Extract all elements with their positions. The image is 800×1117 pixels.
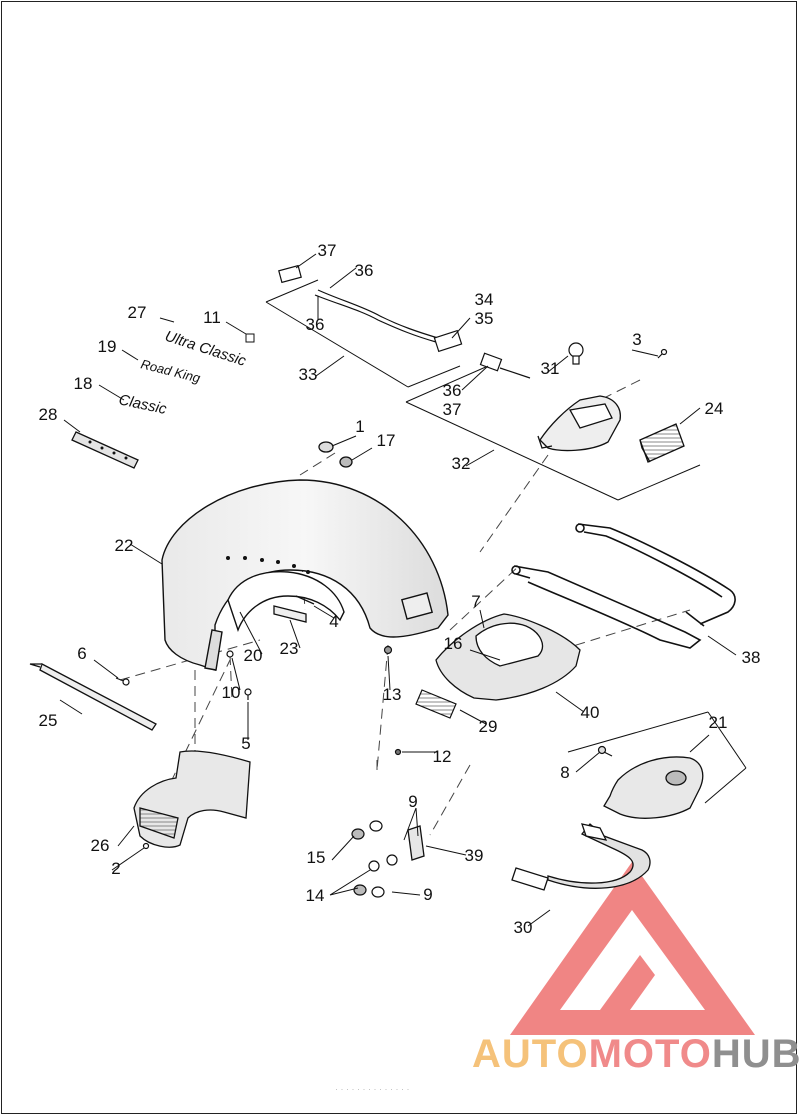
callout-c5: 5 — [241, 734, 250, 753]
callout-c8: 8 — [560, 763, 569, 782]
callout-c35: 35 — [475, 309, 494, 328]
callout-c29: 29 — [479, 717, 498, 736]
bracket-21 — [567, 711, 747, 804]
callout-c37a: 37 — [318, 241, 337, 260]
callout-c36c: 36 — [443, 381, 462, 400]
washer-9c — [386, 854, 398, 866]
tail-lamp-lens — [639, 423, 685, 463]
bolt-4 — [295, 595, 315, 605]
grommet-1 — [318, 441, 334, 453]
callout-c40: 40 — [581, 703, 600, 722]
callout-c17: 17 — [377, 431, 396, 450]
nut-17 — [339, 456, 353, 468]
connector-36-37 — [479, 352, 531, 379]
nut-13 — [383, 645, 393, 655]
callout-c39: 39 — [465, 846, 484, 865]
callout-numbers: 1234567899101112131415161718192021222324… — [39, 241, 761, 937]
bracket-39 — [407, 825, 425, 861]
callout-c26: 26 — [91, 836, 110, 855]
callout-c3: 3 — [632, 330, 641, 349]
callout-c16: 16 — [444, 634, 463, 653]
trim-strip — [71, 431, 139, 469]
callout-c4: 4 — [329, 612, 338, 631]
nut-10 — [226, 650, 234, 658]
callout-c18: 18 — [74, 374, 93, 393]
callout-c14: 14 — [306, 886, 325, 905]
bracket-32 — [405, 365, 701, 501]
screw-2 — [142, 842, 150, 850]
screw-8 — [597, 745, 613, 757]
nut-14 — [353, 884, 367, 896]
callout-c32: 32 — [452, 454, 471, 473]
callout-c34: 34 — [475, 290, 494, 309]
callout-c6: 6 — [77, 644, 86, 663]
callout-c21: 21 — [709, 713, 728, 732]
callout-c7: 7 — [471, 592, 480, 611]
bulb — [568, 342, 584, 365]
support-bracket-40 — [435, 613, 581, 701]
callout-c11: 11 — [203, 308, 221, 327]
leader-lines — [59, 253, 737, 927]
callout-c15: 15 — [307, 848, 326, 867]
tail-light-housing — [537, 395, 621, 452]
callout-c23: 23 — [280, 639, 299, 658]
bracket-33 — [265, 279, 461, 388]
callout-c24: 24 — [705, 399, 724, 418]
group-brackets — [265, 279, 747, 804]
callout-c36a: 36 — [355, 261, 374, 280]
washer-9a — [369, 820, 383, 832]
watermark-auto: AUTO — [472, 1032, 589, 1076]
screw-5 — [244, 688, 252, 700]
callout-c25: 25 — [39, 711, 58, 730]
wiring-harness — [314, 289, 463, 353]
watermark-hub: HUB — [711, 1032, 800, 1076]
bracket-21-part — [603, 756, 704, 819]
mud-flap-26 — [133, 750, 251, 848]
watermark-logo-triangle — [510, 862, 755, 1035]
callout-c20: 20 — [244, 646, 263, 665]
callout-c9a: 9 — [408, 792, 417, 811]
emblem-classic: Classic — [117, 391, 168, 418]
screw-3 — [657, 348, 668, 359]
callout-c37b: 37 — [443, 400, 462, 419]
callout-c28: 28 — [39, 405, 58, 424]
bracket-23 — [273, 605, 307, 623]
emblem-road-king-text: Road King — [139, 356, 202, 385]
rear-fender — [161, 479, 449, 671]
callout-c19: 19 — [98, 337, 117, 356]
screw-6 — [115, 677, 130, 686]
callout-c13: 13 — [383, 685, 402, 704]
washers-nuts — [351, 820, 398, 898]
connector-37 — [278, 264, 302, 284]
callout-c10: 10 — [222, 683, 241, 702]
nut-12 — [394, 748, 402, 756]
watermark-moto: MOTO — [588, 1032, 712, 1076]
reflector-29 — [415, 689, 457, 719]
callout-c22: 22 — [115, 536, 134, 555]
callout-c27: 27 — [128, 303, 147, 322]
callout-c12: 12 — [433, 747, 452, 766]
nut-15 — [351, 828, 365, 840]
watermark-wordmark: AUTOMOTOHUB — [472, 1032, 800, 1077]
washer-9b — [368, 860, 380, 872]
washer-9d — [371, 886, 385, 898]
fender-rod — [29, 663, 157, 731]
callout-c31: 31 — [541, 359, 560, 378]
callout-c1: 1 — [355, 417, 364, 436]
callout-c38: 38 — [742, 648, 761, 667]
luggage-rack-rail — [511, 523, 736, 649]
strap-30 — [511, 823, 651, 891]
callout-c33: 33 — [299, 365, 318, 384]
callout-c9b: 9 — [423, 885, 432, 904]
plate-11 — [245, 333, 255, 343]
faint-footer-text: · · · · · · · · · · · · · · — [335, 1084, 409, 1094]
callout-c36b: 36 — [306, 315, 325, 334]
emblem-road-king: Road King — [139, 356, 202, 385]
callout-c2: 2 — [111, 859, 120, 878]
callout-c30: 30 — [514, 918, 533, 937]
emblem-classic-text: Classic — [117, 391, 168, 418]
